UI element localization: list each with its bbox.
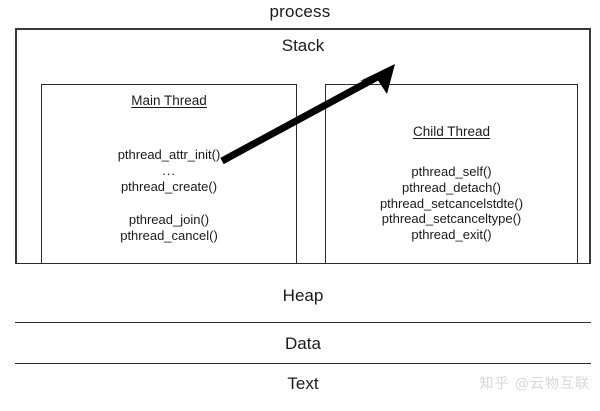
function-label: pthread_join() bbox=[128, 212, 210, 227]
function-ellipsis: ... bbox=[162, 162, 176, 178]
memory-segment-heap: Heap bbox=[15, 263, 591, 322]
function-label: pthread_cancel() bbox=[120, 227, 218, 243]
function-label: pthread_setcanceltype() bbox=[381, 211, 522, 227]
child-thread-box: Child Thread pthread_self() pthread_deta… bbox=[325, 84, 578, 290]
function-label: pthread_attr_init() bbox=[117, 147, 221, 162]
function-label: pthread_self() bbox=[411, 164, 492, 179]
memory-segment-data: Data bbox=[15, 322, 591, 363]
page-title: process bbox=[269, 2, 331, 21]
function-label: pthread_setcancelstdte() bbox=[379, 195, 524, 211]
main-thread-function-list-b: pthread_join() pthread_cancel() bbox=[42, 212, 296, 244]
function-label: pthread_detach() bbox=[401, 179, 501, 195]
text-label: Text bbox=[287, 374, 319, 393]
watermark: 知乎 @云物互联 bbox=[479, 376, 590, 392]
memory-segment-stack: Stack Main Thread pthread_attr_init() ..… bbox=[15, 28, 591, 290]
child-thread-function-list: pthread_self() pthread_detach() pthread_… bbox=[326, 164, 577, 243]
function-label: pthread_exit() bbox=[411, 227, 492, 243]
heap-label: Heap bbox=[282, 286, 324, 305]
main-thread-function-list-a: pthread_attr_init() ... pthread_create() bbox=[42, 147, 296, 194]
stack-label: Stack bbox=[281, 36, 325, 55]
main-thread-title: Main Thread bbox=[131, 93, 207, 108]
function-label: pthread_create() bbox=[120, 178, 218, 194]
memory-segment-text: Text bbox=[15, 363, 591, 402]
main-thread-box: Main Thread pthread_attr_init() ... pthr… bbox=[41, 84, 297, 290]
child-thread-title: Child Thread bbox=[412, 124, 491, 139]
data-label: Data bbox=[285, 334, 321, 353]
